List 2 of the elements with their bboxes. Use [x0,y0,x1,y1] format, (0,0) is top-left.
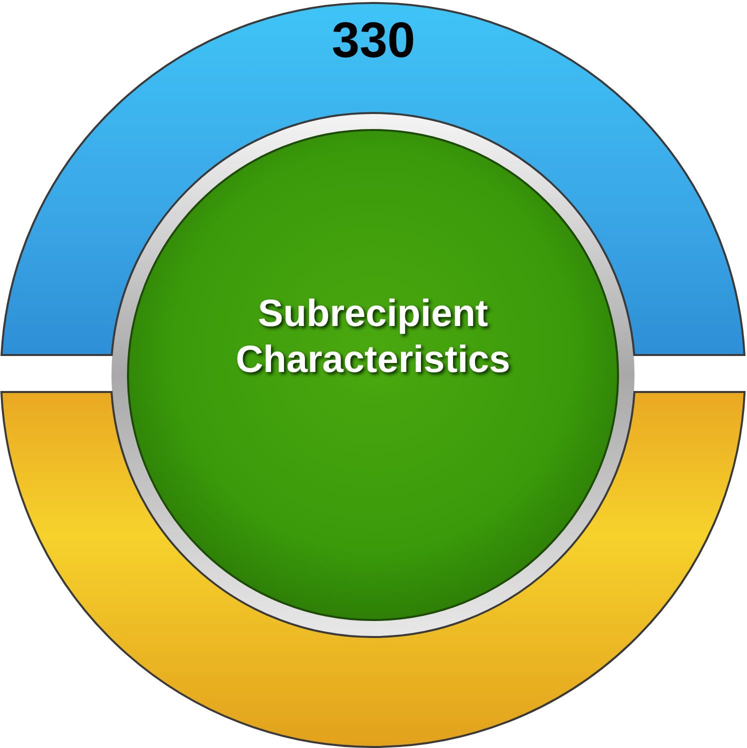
band-label: 330 [332,12,416,68]
circle-label: Subrecipient Characteristics [234,292,512,383]
